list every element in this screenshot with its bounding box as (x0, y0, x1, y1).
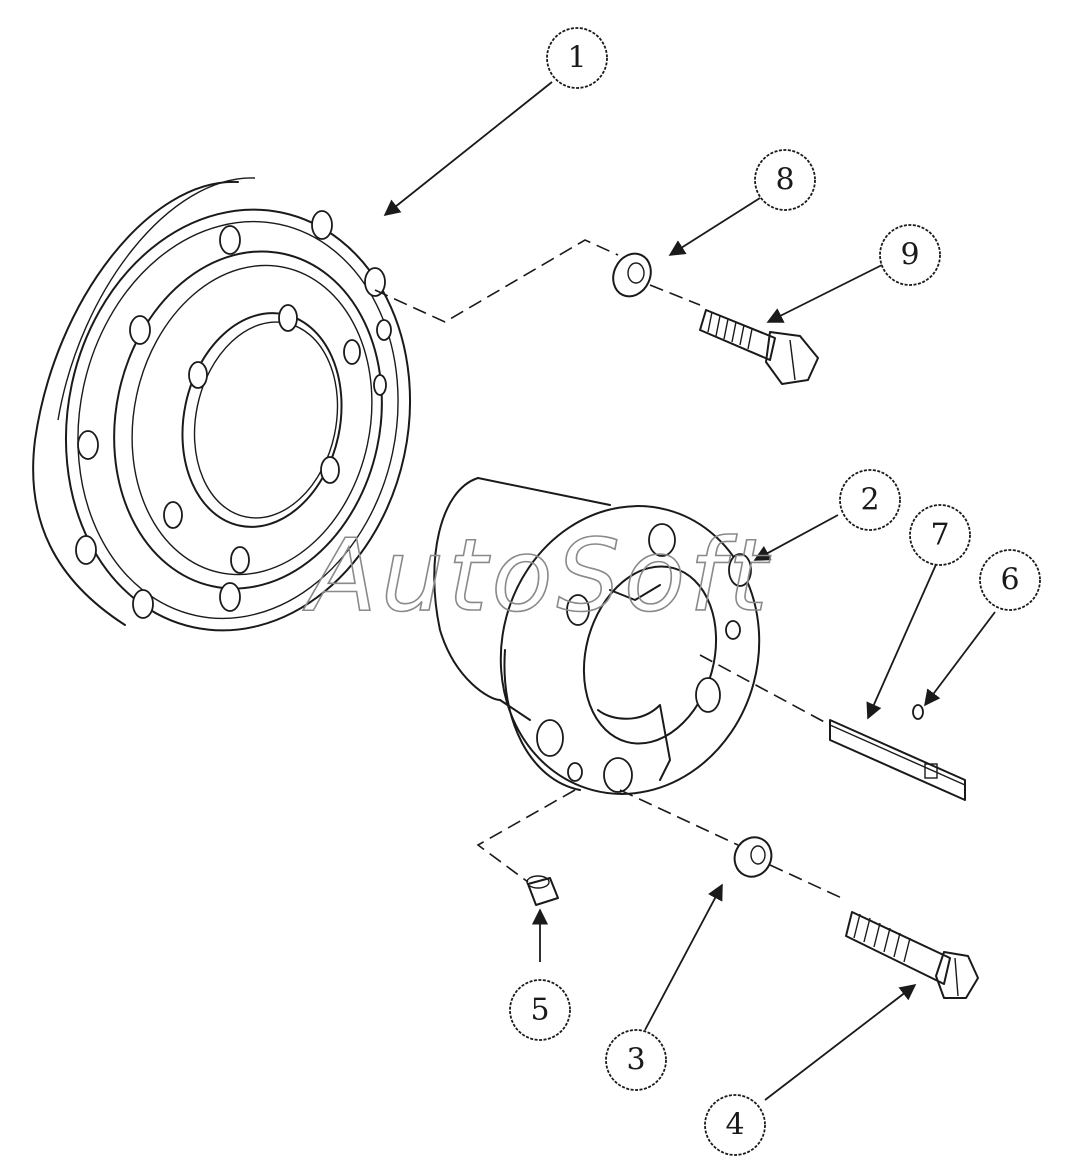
callout-label: 1 (567, 41, 586, 76)
callout-1: 1 (546, 27, 608, 89)
callout-label: 6 (1000, 563, 1019, 598)
washer-upper-part (612, 252, 652, 298)
key-part (829, 719, 966, 801)
callout-2: 2 (839, 469, 901, 531)
callout-label: 2 (860, 483, 879, 518)
callout-5: 5 (509, 979, 571, 1041)
callout-8: 8 (754, 149, 816, 211)
callout-label: 8 (775, 163, 794, 198)
callout-label: 4 (725, 1108, 744, 1143)
bolt-lower-part (845, 911, 979, 999)
callout-4: 4 (704, 1094, 766, 1156)
callout-7: 7 (909, 504, 971, 566)
callout-label: 7 (930, 518, 949, 553)
callout-3: 3 (605, 1029, 667, 1091)
flange-part (32, 177, 412, 632)
watermark: AutoSoft (302, 517, 771, 634)
dowel-part (526, 875, 559, 906)
hub-part (433, 477, 761, 795)
callout-6: 6 (979, 549, 1041, 611)
set-screw-part (912, 704, 924, 720)
callout-label: 9 (900, 238, 919, 273)
washer-lower-part (733, 836, 773, 878)
leader-lines (383, 81, 996, 1101)
bolt-upper-part (699, 309, 819, 385)
callout-9: 9 (879, 224, 941, 286)
callout-label: 3 (626, 1043, 645, 1078)
assembly-lines (374, 239, 847, 901)
callout-label: 5 (530, 993, 549, 1028)
